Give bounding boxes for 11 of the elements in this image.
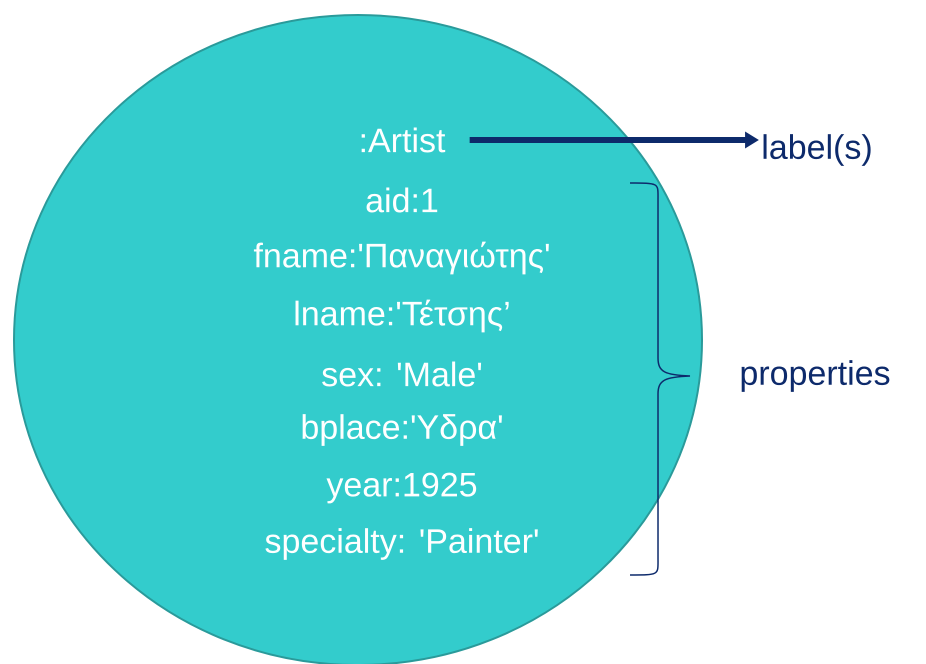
node-label: :Artist: [362, 128, 446, 152]
property-text: aid:1: [366, 188, 438, 212]
property-text: lname:'Τέτσης’: [296, 300, 509, 332]
node-label: label(s): [764, 134, 871, 166]
property-text: sex: 'Male': [322, 362, 482, 386]
property-text: bplace:'Υδρα': [302, 414, 502, 446]
property-text: specialty: 'Painter': [265, 528, 538, 560]
property-text: fname:'Παναγιώτης': [254, 242, 549, 274]
bracket-label: properties: [742, 360, 890, 392]
node-ellipse: [13, 14, 703, 664]
property-text: year:1925: [326, 472, 476, 504]
